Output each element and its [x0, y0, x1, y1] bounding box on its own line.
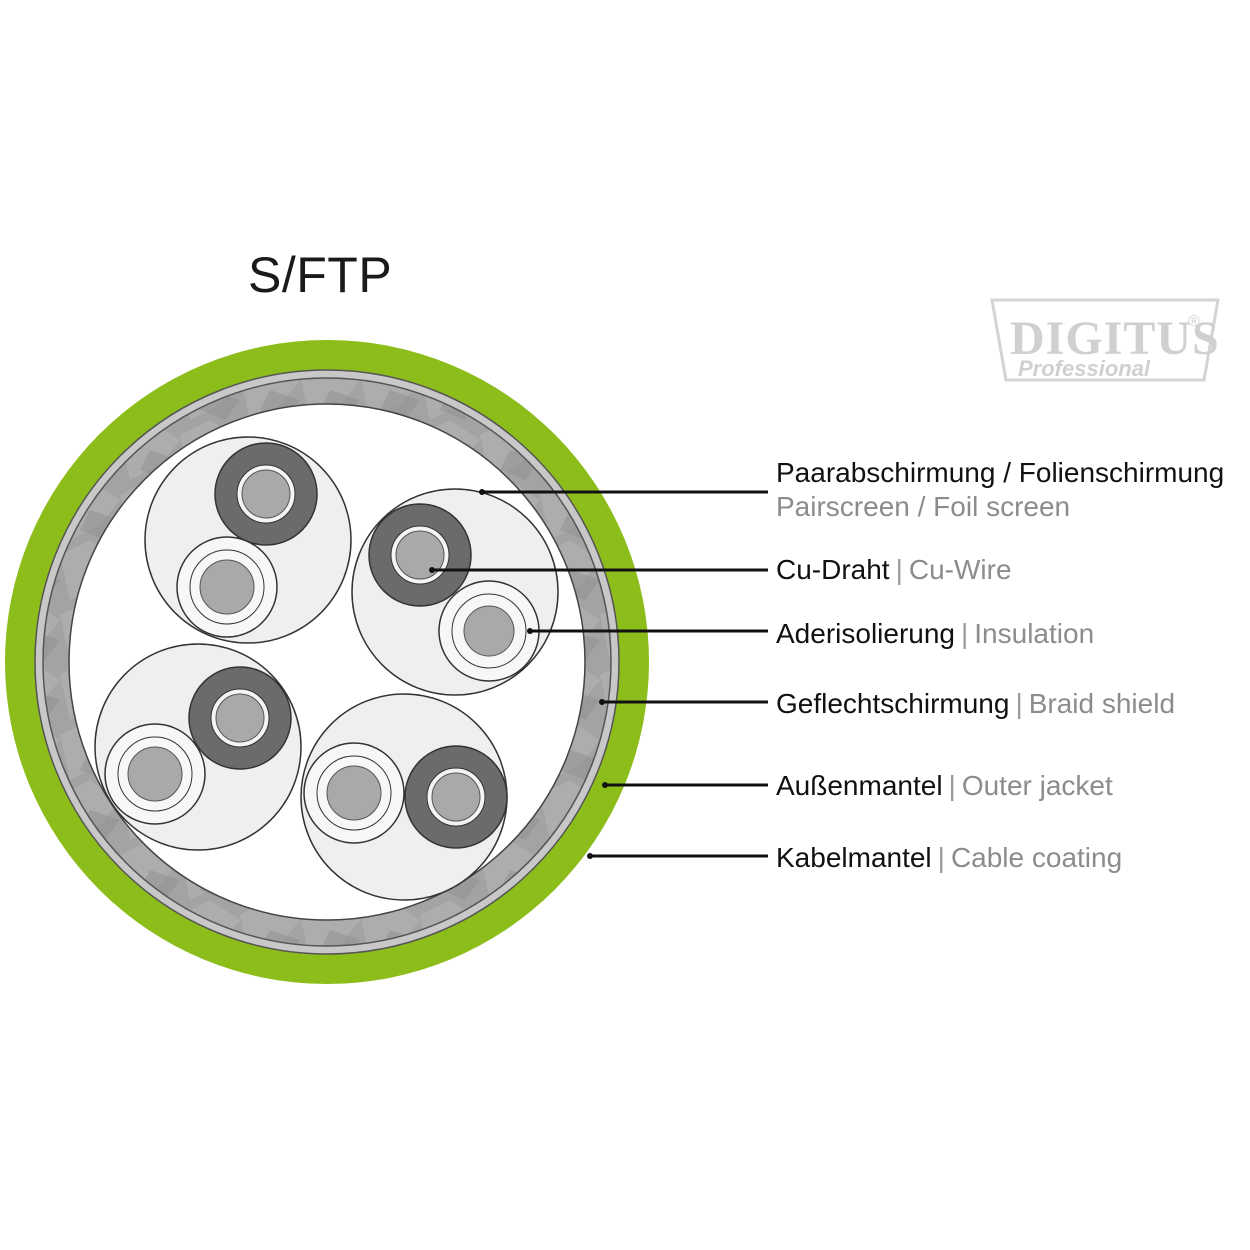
- twisted-pair-1: [144, 436, 352, 644]
- twisted-pair-3: [94, 643, 302, 851]
- leader-dot-insulation: [527, 628, 533, 634]
- label-cable-coating-en: Cable coating: [950, 842, 1123, 873]
- label-insulation-de: Aderisolierung: [776, 618, 955, 649]
- label-cable-coating-de: Kabelmantel: [776, 842, 932, 873]
- label-cable-coating-sep: |: [937, 842, 945, 873]
- copper-wire-2a: [395, 530, 445, 580]
- label-outer-jacket-en: Outer jacket: [961, 770, 1113, 801]
- twisted-pair-4: [300, 693, 508, 901]
- label-insulation-en: Insulation: [974, 618, 1095, 649]
- diagram-title: S/FTP: [248, 247, 393, 303]
- logo-registered: ®: [1188, 313, 1200, 330]
- label-outer-jacket: Außenmantel|Outer jacket: [776, 769, 1113, 803]
- label-cable-coating: Kabelmantel|Cable coating: [776, 841, 1122, 875]
- label-pairscreen-en: Pairscreen / Foil screen: [776, 491, 1071, 522]
- leader-dot-braid-shield: [599, 699, 605, 705]
- digitus-logo: DIGITUS ® Professional: [990, 298, 1220, 382]
- label-pairscreen: Paarabschirmung / Folienschirmung Pairsc…: [776, 456, 1224, 524]
- label-cu-wire-sep: |: [895, 554, 903, 585]
- label-insulation-sep: |: [961, 618, 969, 649]
- logo-brand: DIGITUS: [1010, 312, 1220, 365]
- copper-wire-3a: [215, 693, 265, 743]
- twisted-pair-2: [351, 488, 559, 696]
- copper-wire-4b: [431, 772, 481, 822]
- leader-dots: [429, 489, 608, 859]
- copper-wire-1a: [241, 469, 291, 519]
- label-cu-wire: Cu-Draht|Cu-Wire: [776, 553, 1012, 587]
- label-outer-jacket-sep: |: [948, 770, 956, 801]
- label-pairscreen-de: Paarabschirmung / Folienschirmung: [776, 457, 1225, 488]
- label-outer-jacket-de: Außenmantel: [776, 770, 943, 801]
- copper-wire-3b: [127, 746, 183, 802]
- leader-dot-outer-jacket: [602, 782, 608, 788]
- label-insulation: Aderisolierung|Insulation: [776, 617, 1094, 651]
- copper-wire-1b: [199, 559, 255, 615]
- leader-lines: [432, 490, 768, 858]
- label-braid-shield-sep: |: [1015, 688, 1023, 719]
- label-cu-wire-de: Cu-Draht: [776, 554, 890, 585]
- label-braid-shield: Geflechtschirmung|Braid shield: [776, 687, 1175, 721]
- leader-dot-cu-wire: [429, 567, 435, 573]
- leader-dot-pairscreen: [479, 489, 485, 495]
- leader-dot-cable-coating: [587, 853, 593, 859]
- label-cu-wire-en: Cu-Wire: [908, 554, 1012, 585]
- label-braid-shield-en: Braid shield: [1028, 688, 1176, 719]
- logo-frame: [990, 298, 1220, 382]
- copper-wire-2b: [463, 605, 515, 657]
- label-braid-shield-de: Geflechtschirmung: [776, 688, 1010, 719]
- logo-sub: Professional: [1018, 356, 1151, 381]
- copper-wire-4a: [326, 765, 382, 821]
